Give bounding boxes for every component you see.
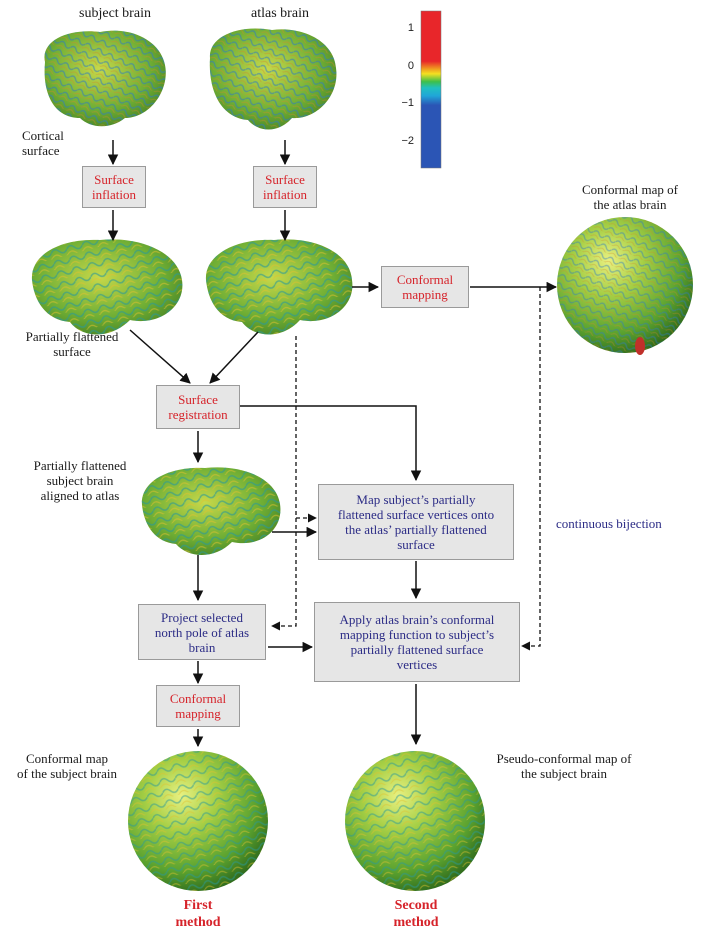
conformal-mapping-subject-box: Conformal mapping	[156, 685, 240, 727]
cortical-surface-label: Cortical surface	[22, 128, 64, 158]
colorbar	[420, 10, 442, 169]
atlas-conformal-sphere-image	[557, 217, 693, 355]
colorbar-tick: −2	[401, 135, 414, 147]
atlas-flattened-brain-image	[205, 239, 353, 335]
surface-inflation-atlas-box: Surface inflation	[253, 166, 317, 208]
pseudo-conformal-map-label: Pseudo-conformal map of the subject brai…	[496, 751, 632, 781]
atlas-cortical-brain-image	[209, 28, 337, 130]
aligned-subject-brain-image	[141, 467, 281, 555]
aligned-subject-label: Partially flattened subject brain aligne…	[33, 458, 127, 503]
conformal-mapping-atlas-box: Conformal mapping	[381, 266, 469, 308]
arrow-subject-to-registration	[129, 329, 191, 384]
subject-brain-label: subject brain	[79, 6, 151, 21]
dashed-arrow-atlas-to-project	[271, 336, 297, 631]
dashed-arrow-bijection	[521, 287, 541, 651]
surface-registration-box: Surface registration	[156, 385, 240, 429]
subject-cortical-brain-image	[44, 30, 166, 127]
surface-inflation-subject-box: Surface inflation	[82, 166, 146, 208]
project-north-pole-box: Project selected north pole of atlas bra…	[138, 604, 266, 660]
arrow-registration-to-map-vertices	[240, 405, 422, 482]
second-method-label: Second method	[393, 898, 439, 930]
subject-conformal-sphere-image	[128, 751, 268, 891]
subject-conformal-map-label: Conformal map of the subject brain	[17, 751, 117, 781]
colorbar-tick: 1	[407, 22, 414, 34]
arrow-atlas-to-registration	[209, 331, 259, 384]
colorbar-tick: −1	[401, 97, 414, 109]
atlas-brain-label: atlas brain	[251, 6, 309, 21]
atlas-conformal-map-label: Conformal map of the atlas brain	[581, 182, 679, 212]
subject-pseudo-conformal-sphere-image	[345, 751, 485, 891]
subject-flattened-brain-image	[31, 239, 183, 335]
map-vertices-box: Map subject’s partially flattened surfac…	[318, 484, 514, 560]
colorbar-tick: 0	[407, 60, 414, 72]
first-method-label: First method	[175, 898, 221, 930]
partially-flattened-label: Partially flattened surface	[25, 329, 119, 359]
continuous-bijection-label: continuous bijection	[556, 516, 662, 531]
apply-conformal-box: Apply atlas brain’s conformal mapping fu…	[314, 602, 520, 682]
